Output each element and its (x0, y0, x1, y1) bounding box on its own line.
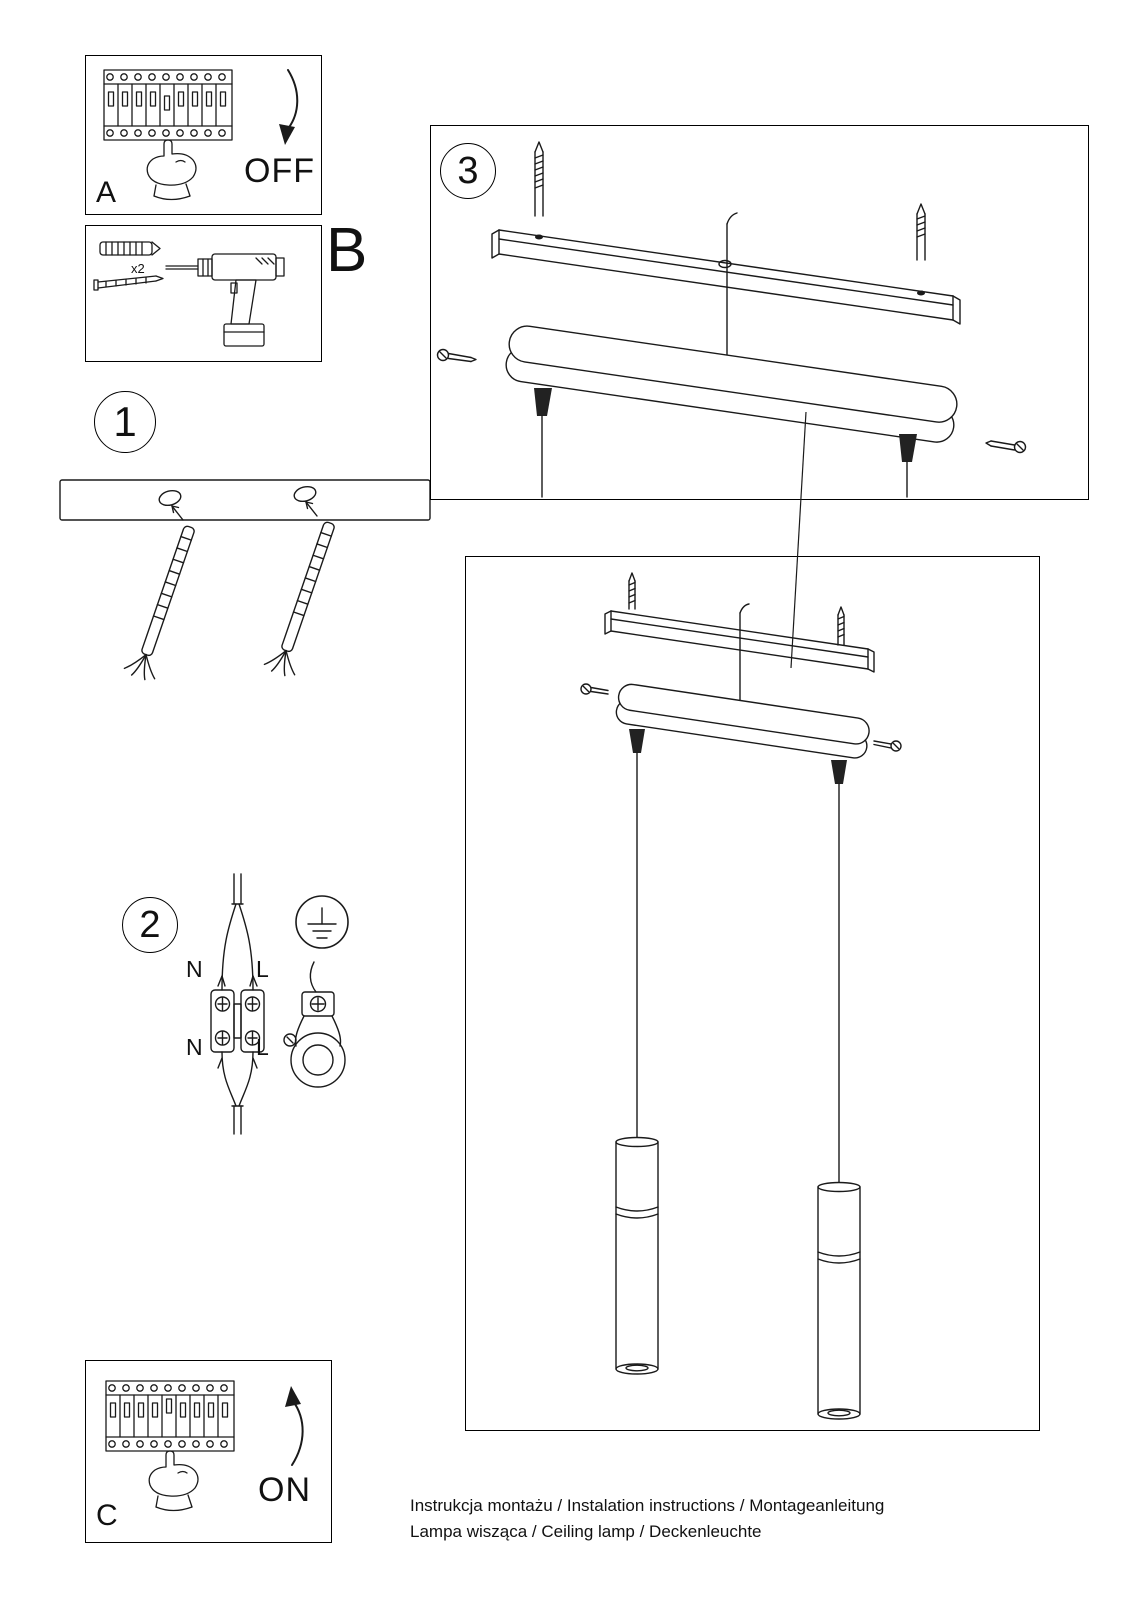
step-2-badge: 2 (122, 897, 178, 953)
breaker-modules (107, 83, 227, 127)
anchor-arrow-left (171, 505, 184, 521)
pointing-hand-icon (148, 1450, 199, 1512)
cable-gland-icon (831, 760, 847, 784)
cable-gland-icon (534, 388, 552, 498)
wire-label-n-bottom: N (186, 1034, 203, 1060)
on-label: ON (258, 1471, 311, 1509)
arrow-up-icon (285, 1386, 304, 1466)
breaker-modules (109, 1394, 229, 1438)
footer-subtitle-line: Lampa wisząca / Ceiling lamp / Deckenleu… (410, 1522, 762, 1541)
ceiling-plate-anchors-drawing (59, 479, 431, 681)
cable-gland-icon (629, 729, 645, 753)
canopy-exploded-drawing (436, 141, 1027, 498)
hanger-bolt-icon (534, 141, 544, 217)
supply-cable-top (217, 873, 258, 991)
screw-icon (93, 275, 164, 291)
wall-anchor-icon (123, 525, 195, 681)
wire-label-n-top: N (186, 956, 203, 982)
breaker-terminals-bottom (106, 129, 226, 137)
drill-icon (165, 253, 285, 347)
breaker-terminals-bottom (108, 1440, 228, 1448)
terminal-block-wiring-drawing (210, 873, 265, 1135)
cable-gland-icon (899, 434, 917, 498)
side-screw-icon (436, 348, 477, 363)
tools-drawing (93, 241, 285, 347)
side-screw-icon (873, 740, 902, 752)
step-a-box: OFF A (85, 55, 322, 215)
power-cable-line (739, 603, 750, 708)
anchor-count-label: x2 (131, 261, 145, 276)
ceiling-plate-drawing (59, 479, 431, 521)
assembled-lamp-box (465, 556, 1040, 1431)
circuit-breaker-panel-icon (105, 1380, 235, 1512)
step-b-box: x2 (85, 225, 322, 362)
pendant-cylinder-drawing (615, 1136, 659, 1375)
pointing-hand-icon (146, 139, 197, 201)
off-label: OFF (244, 152, 315, 190)
side-screw-icon (985, 440, 1027, 454)
step-a-letter: A (96, 176, 117, 209)
wall-plug-icon (99, 241, 161, 256)
footer-title-line: Instrukcja montażu / Instalation instruc… (410, 1496, 885, 1515)
grounding-drawing (283, 895, 349, 1088)
lamp-cable-bottom (217, 1051, 258, 1135)
anchor-arrow-right (305, 501, 318, 517)
power-cable-line (726, 212, 738, 363)
ground-clamp-icon (283, 961, 346, 1088)
assembled-lamp-drawing (580, 572, 902, 1420)
canopy-drawing (505, 325, 958, 443)
wall-anchor-icon (263, 521, 335, 677)
wire-label-l-bottom: L (256, 1034, 269, 1060)
step-1-badge: 1 (94, 391, 156, 453)
circuit-breaker-panel-icon (103, 69, 233, 201)
step-3-box (430, 125, 1089, 500)
canopy-drawing (615, 683, 870, 759)
step-3-badge: 3 (440, 143, 496, 199)
wire-label-l-top: L (256, 956, 269, 982)
breaker-terminals-top (108, 1384, 228, 1392)
hanger-bolt-icon (628, 572, 636, 610)
step-c-box: ON C (85, 1360, 332, 1543)
hanger-bolt-icon (837, 606, 845, 646)
pendant-cable-line (636, 752, 840, 1188)
breaker-terminals-top (106, 73, 226, 81)
mounting-bracket-drawing (491, 229, 961, 325)
earth-ground-symbol-icon (295, 895, 349, 949)
hanger-bolt-icon (916, 203, 926, 261)
step-c-letter: C (96, 1499, 118, 1532)
step-b-letter: B (326, 216, 368, 285)
side-screw-icon (580, 683, 609, 695)
arrow-down-icon (279, 69, 299, 145)
pendant-cylinder-drawing (817, 1181, 861, 1420)
